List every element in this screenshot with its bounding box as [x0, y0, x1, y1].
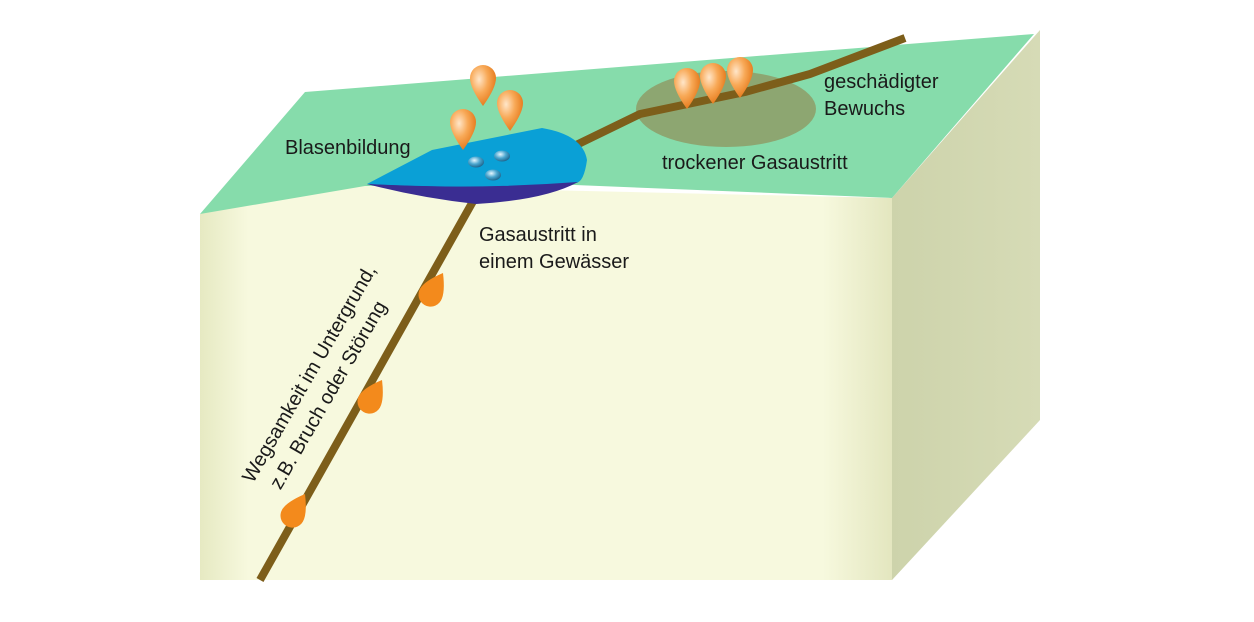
gas-droplet-icon [280, 493, 306, 528]
gas-droplet-icon [727, 57, 753, 98]
bubble-icon [468, 156, 484, 168]
gas-droplet-icon [674, 68, 700, 109]
gas-droplet-icon [497, 90, 523, 131]
block-front-face [200, 186, 892, 580]
label-damaged-vegetation-line1: geschädigter [824, 71, 939, 93]
gas-droplet-icon [470, 65, 496, 106]
gas-droplet-icon [418, 272, 444, 307]
label-damaged-vegetation-line2: Bewuchs [824, 98, 905, 120]
label-water-release-line1: Gasaustritt in [479, 224, 597, 246]
bubble-icon [485, 169, 501, 181]
gas-droplet-icon [357, 379, 383, 414]
label-dry-gas-release: trockener Gasaustritt [662, 152, 848, 174]
fault-line-surface [568, 34, 907, 152]
block-right-face [892, 30, 1040, 580]
gas-droplet-icon [700, 63, 726, 104]
gas-droplet-icon [450, 109, 476, 150]
label-water-release-line2: einem Gewässer [479, 251, 629, 273]
water-body-edge [367, 182, 578, 204]
bubble-icon [494, 150, 510, 162]
label-bubbles: Blasenbildung [285, 137, 411, 159]
